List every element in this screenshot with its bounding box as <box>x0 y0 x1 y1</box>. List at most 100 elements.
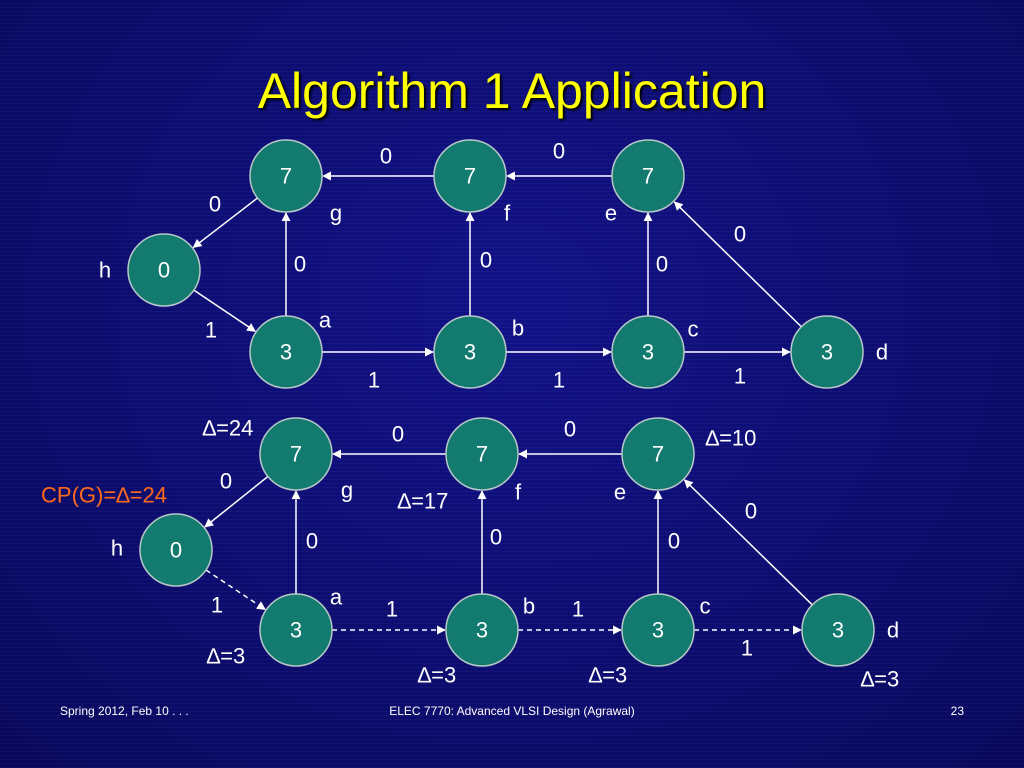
node-name-top-h: h <box>99 258 111 283</box>
footer-page-number: 23 <box>950 704 964 718</box>
node-value: 3 <box>476 618 488 643</box>
edge-bottom-h-to-a <box>205 569 266 611</box>
node-value: 7 <box>476 442 488 467</box>
node-name-top-a: a <box>319 308 332 333</box>
edge-weight-top-c-d: 1 <box>734 364 746 389</box>
node-name-bottom-h: h <box>111 536 123 561</box>
delta-annotation-b: ∆=3 <box>418 663 457 688</box>
node-name-top-e: e <box>605 201 617 226</box>
node-name-top-g: g <box>330 201 342 226</box>
node-circle <box>433 315 507 389</box>
edge-weight-top-b-f: 0 <box>480 248 492 273</box>
delta-annotation-c: ∆=3 <box>589 663 628 688</box>
node-value: 3 <box>652 618 664 643</box>
edge-weight-bottom-d-e: 0 <box>745 499 757 524</box>
edge-weight-top-a-g: 0 <box>294 252 306 277</box>
node-circle <box>611 139 685 213</box>
edge-weight-bottom-c-d: 1 <box>741 636 753 661</box>
node-circle <box>621 417 695 491</box>
node-circle <box>611 315 685 389</box>
node-name-bottom-b: b <box>523 594 535 619</box>
edge-weight-top-d-e: 0 <box>734 222 746 247</box>
delta-annotation-f: ∆=17 <box>398 489 449 514</box>
node-name-bottom-d: d <box>887 618 899 643</box>
node-bottom-c: 3 <box>621 593 695 667</box>
node-top-a: 3 <box>249 315 323 389</box>
node-value: 7 <box>642 164 654 189</box>
edge-weight-top-a-b: 1 <box>368 368 380 393</box>
edge-weight-bottom-e-f: 0 <box>564 417 576 442</box>
node-top-e: 7 <box>611 139 685 213</box>
delta-annotation-e: ∆=10 <box>706 426 757 451</box>
edge-top-g-to-h <box>192 197 258 249</box>
footer-course: ELEC 7770: Advanced VLSI Design (Agrawal… <box>389 704 635 718</box>
node-value: 7 <box>280 164 292 189</box>
delta-annotation-g: ∆=24 <box>203 416 254 441</box>
node-top-g: 7 <box>249 139 323 213</box>
node-value: 3 <box>832 618 844 643</box>
node-value: 0 <box>158 258 170 283</box>
node-circle <box>790 315 864 389</box>
node-name-top-b: b <box>512 316 524 341</box>
node-circle <box>801 593 875 667</box>
node-circle <box>445 417 519 491</box>
node-value: 3 <box>464 340 476 365</box>
edge-weight-bottom-a-b: 1 <box>386 597 398 622</box>
delta-annotation-a: ∆=3 <box>207 644 246 669</box>
slide-title: Algorithm 1 Application <box>257 63 767 119</box>
node-top-d: 3 <box>790 315 864 389</box>
node-top-b: 3 <box>433 315 507 389</box>
node-circle <box>127 233 201 307</box>
edge-weight-top-g-h: 0 <box>209 192 221 217</box>
node-circle <box>249 315 323 389</box>
edge-weight-bottom-b-c: 1 <box>572 597 584 622</box>
node-name-bottom-e: e <box>614 480 626 505</box>
edge-weight-top-f-g: 0 <box>380 144 392 169</box>
edge-top-d-to-e <box>673 201 802 328</box>
node-value: 3 <box>642 340 654 365</box>
node-bottom-a: 3 <box>259 593 333 667</box>
node-circle <box>259 417 333 491</box>
node-bottom-h: 0 <box>139 513 213 587</box>
node-value: 7 <box>464 164 476 189</box>
edges-layer <box>192 171 813 635</box>
node-circle <box>621 593 695 667</box>
node-name-top-f: f <box>504 201 511 226</box>
node-value: 3 <box>821 340 833 365</box>
node-circle <box>139 513 213 587</box>
node-name-top-c: c <box>688 317 699 342</box>
critical-path-label: CP(G)=∆=24 <box>41 483 167 508</box>
node-name-bottom-a: a <box>330 585 343 610</box>
node-bottom-g: 7 <box>259 417 333 491</box>
node-circle <box>445 593 519 667</box>
edge-weight-top-h-a: 1 <box>205 318 217 343</box>
footer-date: Spring 2012, Feb 10 . . . <box>60 704 189 718</box>
node-value: 0 <box>170 538 182 563</box>
edge-weight-bottom-a-g: 0 <box>306 529 318 554</box>
edge-weight-top-b-c: 1 <box>553 368 565 393</box>
node-value: 7 <box>652 442 664 467</box>
node-bottom-b: 3 <box>445 593 519 667</box>
edge-top-h-to-a <box>193 289 257 332</box>
edge-weight-bottom-c-e: 0 <box>668 529 680 554</box>
edge-bottom-g-to-h <box>204 475 269 528</box>
node-value: 3 <box>290 618 302 643</box>
node-top-h: 0 <box>127 233 201 307</box>
node-value: 7 <box>290 442 302 467</box>
node-name-top-d: d <box>876 340 888 365</box>
edge-bottom-d-to-e <box>683 479 813 606</box>
node-name-bottom-f: f <box>515 480 522 505</box>
nodes-layer: 0 7 7 7 3 3 3 3 0 7 7 7 3 3 3 3 <box>127 139 875 667</box>
edge-weight-bottom-g-h: 0 <box>220 469 232 494</box>
node-top-c: 3 <box>611 315 685 389</box>
edge-weight-bottom-f-g: 0 <box>392 422 404 447</box>
node-name-bottom-g: g <box>341 478 353 503</box>
node-bottom-f: 7 <box>445 417 519 491</box>
edge-weight-bottom-b-f: 0 <box>490 525 502 550</box>
node-circle <box>249 139 323 213</box>
delta-annotation-d: ∆=3 <box>861 667 900 692</box>
node-name-bottom-c: c <box>700 594 711 619</box>
